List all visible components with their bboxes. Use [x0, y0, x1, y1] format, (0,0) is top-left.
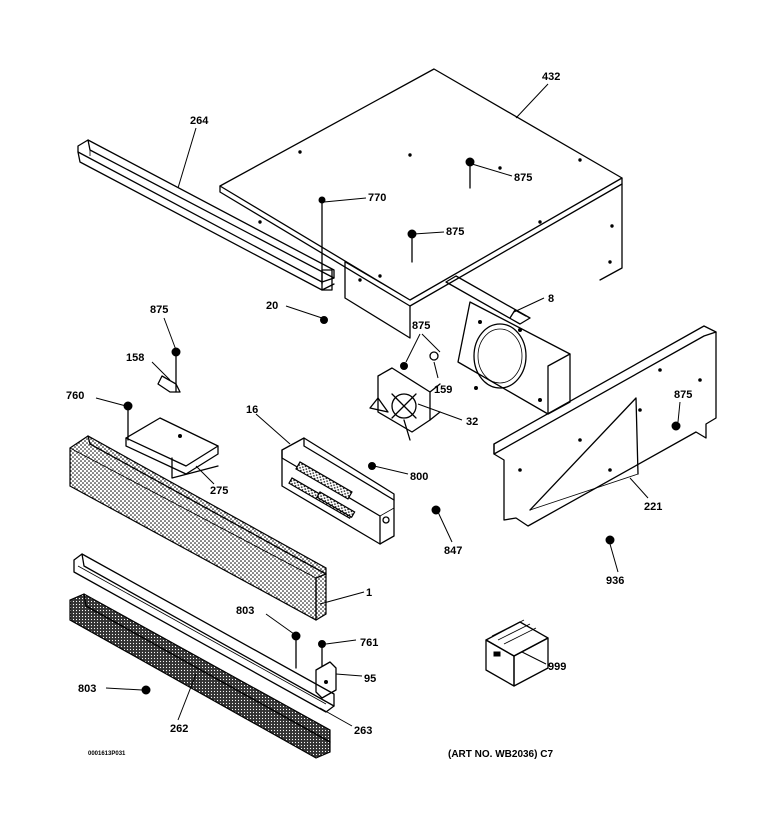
callout-936: 936 — [606, 575, 624, 587]
side-rail — [77, 139, 335, 291]
vent-grille — [69, 593, 331, 759]
drawing-code: 0001613P031 — [88, 751, 126, 757]
callout-770: 770 — [368, 192, 386, 204]
art-number: (ART NO. WB2036) C7 — [448, 749, 553, 760]
callout-262: 262 — [170, 723, 188, 735]
leader-lines — [95, 83, 681, 727]
callout-999: 999 — [548, 661, 566, 673]
callout-875: 875 — [674, 389, 692, 401]
control-bracket — [125, 417, 219, 479]
callout-760: 760 — [66, 390, 84, 402]
callout-875: 875 — [150, 304, 168, 316]
callout-16: 16 — [246, 404, 258, 416]
callout-1: 1 — [366, 587, 372, 599]
side-panel — [493, 325, 717, 527]
callout-labels: 432 264 875 770 875 20 8 875 875 158 159… — [66, 71, 692, 737]
trim-strip — [73, 553, 335, 713]
callout-20: 20 — [266, 300, 278, 312]
parts-kit-box — [485, 619, 549, 687]
callout-800: 800 — [410, 471, 428, 483]
spring-clip — [157, 375, 181, 393]
callout-221: 221 — [644, 501, 662, 513]
fasteners — [123, 157, 681, 695]
callout-263: 263 — [354, 725, 372, 737]
callout-275: 275 — [210, 485, 228, 497]
callout-432: 432 — [542, 71, 560, 83]
callout-264: 264 — [190, 115, 209, 127]
control-board — [281, 437, 395, 545]
fan-housing-plate — [457, 301, 571, 415]
callout-761: 761 — [360, 637, 378, 649]
small-bracket — [315, 661, 337, 699]
callout-803: 803 — [78, 683, 96, 695]
callout-875: 875 — [412, 320, 430, 332]
callout-847: 847 — [444, 545, 462, 557]
callout-159: 159 — [434, 384, 452, 396]
callout-875: 875 — [514, 172, 532, 184]
callout-32: 32 — [466, 416, 478, 428]
callout-8: 8 — [548, 293, 554, 305]
top-cover-panel — [219, 68, 623, 339]
fan-motor-assembly — [369, 351, 441, 441]
callout-95: 95 — [364, 673, 376, 685]
callout-875: 875 — [446, 226, 464, 238]
callout-803: 803 — [236, 605, 254, 617]
front-panel — [69, 435, 327, 621]
callout-158: 158 — [126, 352, 144, 364]
mounting-bracket — [445, 275, 531, 325]
